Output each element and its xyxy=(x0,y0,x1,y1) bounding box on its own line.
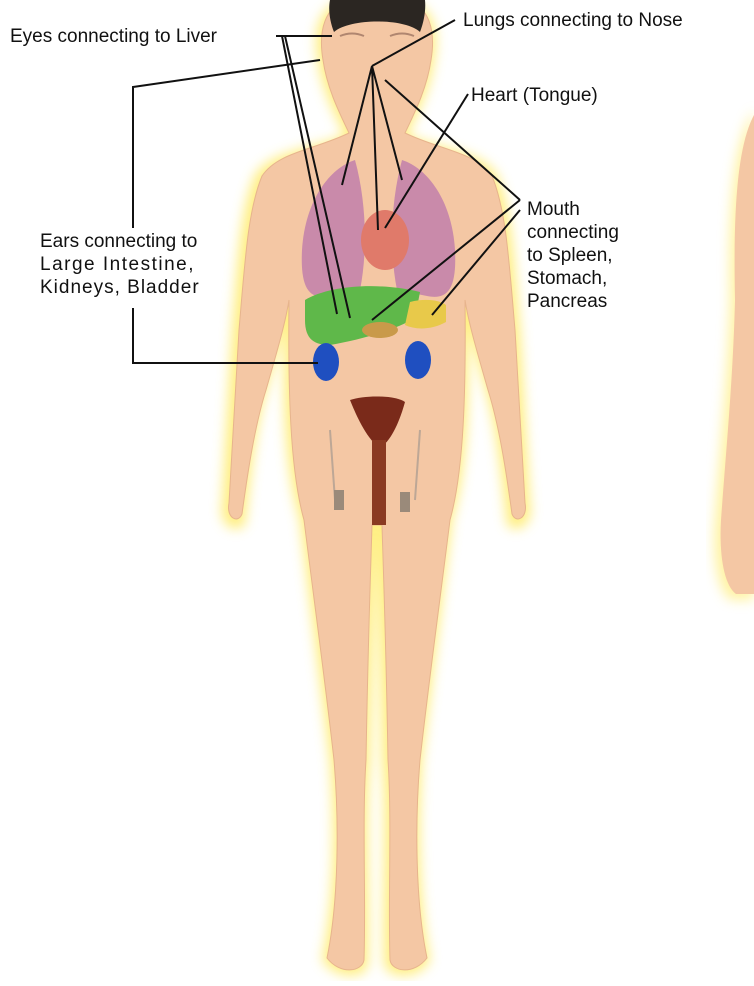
label-mouth-line3: to Spleen, xyxy=(527,244,619,267)
label-ears-line1: Ears connecting to xyxy=(40,230,200,253)
label-lungs: Lungs connecting to Nose xyxy=(463,9,683,32)
label-eyes: Eyes connecting to Liver xyxy=(10,25,217,48)
label-ears-line2: Large Intestine, xyxy=(40,253,200,276)
second-figure-partial xyxy=(714,110,754,600)
label-mouth-line1: Mouth xyxy=(527,198,619,221)
label-mouth-line2: connecting xyxy=(527,221,619,244)
label-mouth: Mouth connecting to Spleen, Stomach, Pan… xyxy=(527,198,619,313)
label-mouth-line4: Stomach, xyxy=(527,267,619,290)
label-ears-line3: Kidneys, Bladder xyxy=(40,276,200,299)
label-ears: Ears connecting to Large Intestine, Kidn… xyxy=(40,230,200,299)
organ-heart xyxy=(361,210,409,270)
label-mouth-line5: Pancreas xyxy=(527,290,619,313)
label-heart: Heart (Tongue) xyxy=(471,84,598,107)
